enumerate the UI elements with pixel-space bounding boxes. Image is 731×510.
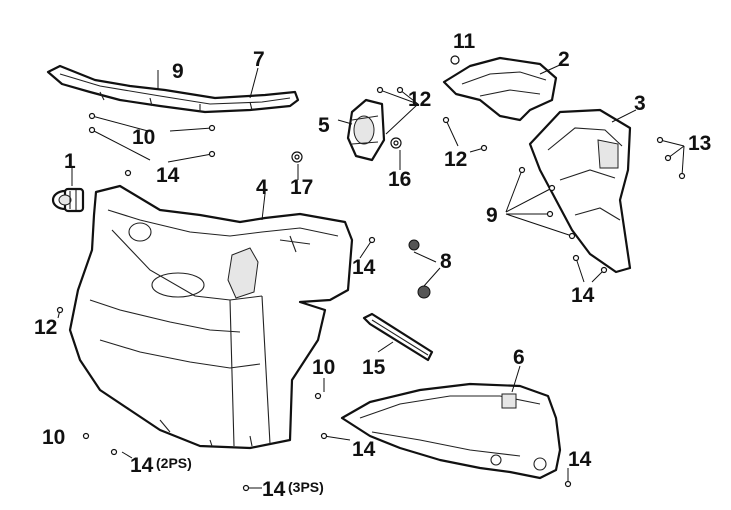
callout-14-2ps: 14 xyxy=(130,454,154,477)
part-7-upper-cover xyxy=(46,64,300,114)
part-1-knob xyxy=(51,187,85,213)
callout-11: 11 xyxy=(453,30,476,53)
callout-14-mid: 14 xyxy=(352,256,376,279)
part-16-clip xyxy=(390,137,402,149)
callout-9-right: 9 xyxy=(486,204,498,227)
callout-10-left: 10 xyxy=(42,426,65,449)
part-15-strap xyxy=(362,312,434,362)
callout-10-mid: 10 xyxy=(312,356,335,379)
part-5-bracket xyxy=(346,98,386,162)
callout-14-bottom-right: 14 xyxy=(568,448,592,471)
callout-17: 17 xyxy=(290,176,313,199)
callout-12-top: 12 xyxy=(408,88,431,111)
callout-3: 3 xyxy=(634,92,646,115)
callout-14-3ps-qty: (3PS) xyxy=(288,479,324,495)
part-3-right-panel xyxy=(528,108,632,274)
callout-14-3ps: 14 xyxy=(262,478,286,501)
callout-14-right: 14 xyxy=(571,284,595,307)
callout-1: 1 xyxy=(64,150,76,173)
callout-10-top: 10 xyxy=(132,126,155,149)
part-2-upper-right-cover xyxy=(442,56,558,122)
callout-8: 8 xyxy=(440,250,452,273)
callout-7: 7 xyxy=(253,48,265,71)
part-11-screw xyxy=(450,55,460,65)
callout-labels: 1 2 3 4 5 6 7 8 9 9 10 10 10 11 12 12 12… xyxy=(34,30,711,501)
callout-4: 4 xyxy=(256,176,268,199)
callout-2: 2 xyxy=(558,48,570,71)
callout-14-topleft: 14 xyxy=(156,164,180,187)
callout-12-left: 12 xyxy=(34,316,57,339)
callout-16: 16 xyxy=(388,168,411,191)
part-8-grommets xyxy=(408,239,431,299)
part-17-clip xyxy=(291,151,303,163)
callout-13: 13 xyxy=(688,132,711,155)
callout-14-2ps-qty: (2PS) xyxy=(156,455,192,471)
part-6-lower-right-cover xyxy=(340,382,562,480)
callout-5: 5 xyxy=(318,114,330,137)
callout-12-mid: 12 xyxy=(444,148,467,171)
part-4-inner-cover xyxy=(68,184,354,450)
callout-14-bottom-mid: 14 xyxy=(352,438,376,461)
callout-15: 15 xyxy=(362,356,386,379)
leader-lines xyxy=(57,63,685,489)
callout-6: 6 xyxy=(513,346,525,369)
fastener-dots xyxy=(56,86,686,492)
callout-9-top: 9 xyxy=(172,60,184,83)
